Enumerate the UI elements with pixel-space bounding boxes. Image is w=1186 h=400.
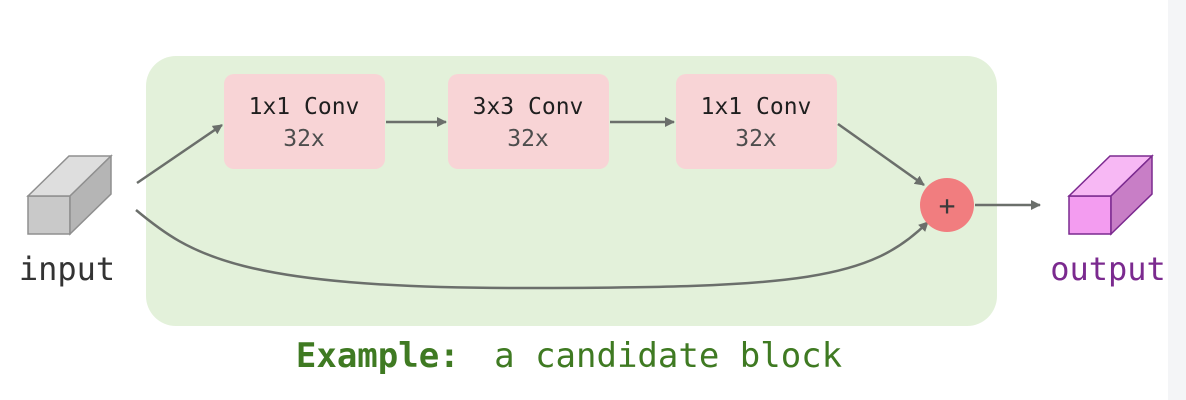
conv-node-2: 3x3 Conv 32x bbox=[448, 74, 609, 169]
arrow-input-to-conv1 bbox=[136, 123, 223, 185]
conv-node-1-title: 1x1 Conv bbox=[249, 94, 360, 120]
conv-node-2-count: 32x bbox=[507, 126, 549, 152]
add-node: + bbox=[920, 178, 974, 232]
caption: Example: a candidate block bbox=[296, 336, 842, 376]
caption-rest: a candidate block bbox=[494, 336, 842, 376]
conv-node-1: 1x1 Conv 32x bbox=[224, 74, 385, 169]
scrollbar-strip bbox=[1168, 0, 1186, 400]
conv-node-1-count: 32x bbox=[283, 126, 325, 152]
output-label: output bbox=[1050, 250, 1166, 288]
conv-node-3: 1x1 Conv 32x bbox=[676, 74, 837, 169]
conv-node-2-title: 3x3 Conv bbox=[473, 94, 584, 120]
output-cube-icon bbox=[1067, 154, 1154, 236]
input-label: input bbox=[19, 250, 115, 288]
conv-node-3-title: 1x1 Conv bbox=[701, 94, 812, 120]
arrow-conv3-to-add bbox=[837, 122, 925, 187]
input-cube-icon bbox=[26, 154, 113, 236]
caption-prefix: Example: bbox=[296, 336, 460, 376]
add-symbol-icon: + bbox=[939, 189, 956, 222]
skip-connection-arrow bbox=[135, 209, 929, 290]
conv-node-3-count: 32x bbox=[735, 126, 777, 152]
